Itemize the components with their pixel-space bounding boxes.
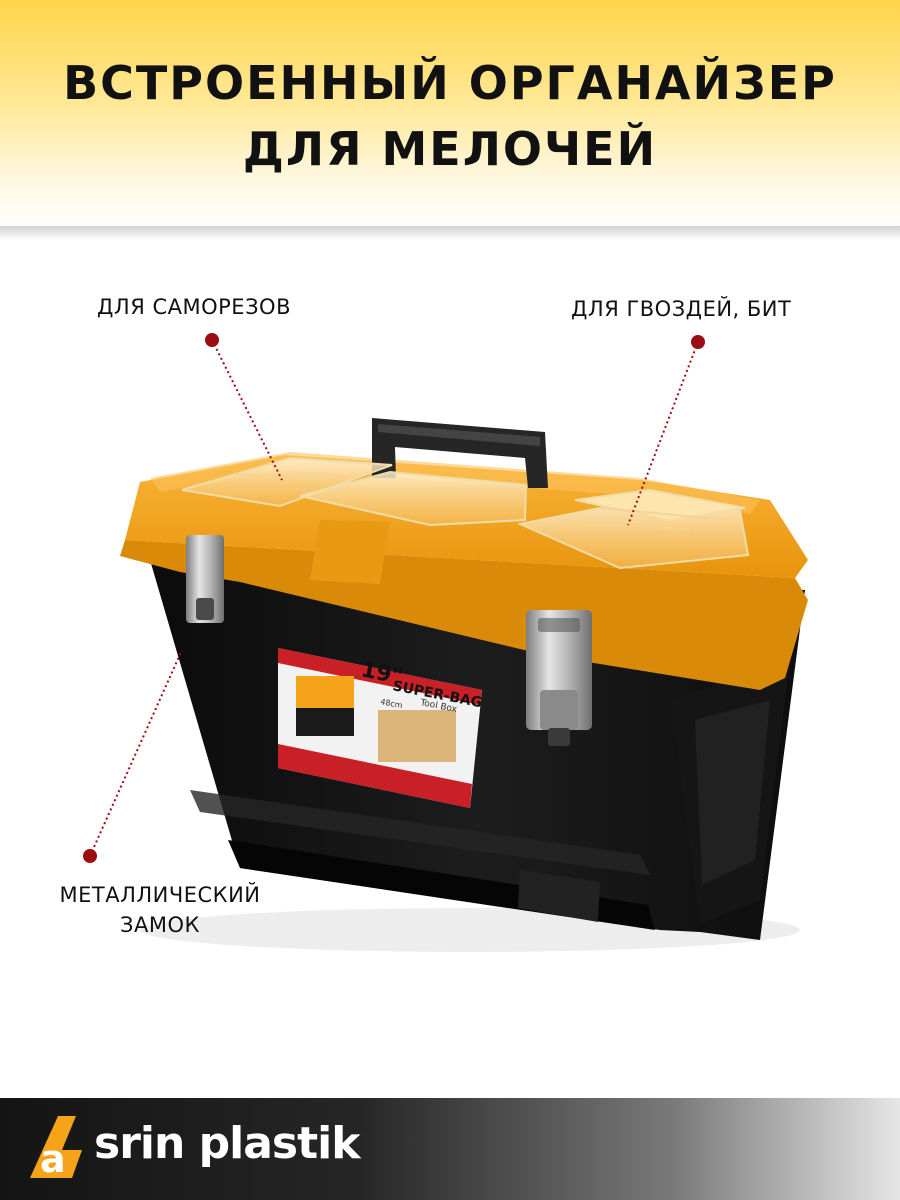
callout-metal-lock: МЕТАЛЛИЧЕСКИЙ ЗАМОК [48,880,272,940]
callout-nails-bits: ДЛЯ ГВОЗДЕЙ, БИТ [571,297,792,321]
callout-dot-icon [83,849,97,863]
logo-letter: a [40,1137,66,1181]
footer-bar: a srin plastik [0,1098,900,1200]
brand-name: srin plastik [94,1118,360,1169]
title-line-2: ДЛЯ МЕЛОЧЕЙ [242,122,658,176]
metal-latch-right [526,610,592,746]
label-cm: 48cm [380,697,404,710]
metal-latch-left [186,535,224,623]
header-banner [0,0,900,228]
callout-line-screws [211,339,283,481]
callout-screws: ДЛЯ САМОРЕЗОВ [97,295,291,319]
header-shadow [0,226,900,240]
toolbox-handle [372,418,548,488]
callout-lock-line-1: МЕТАЛЛИЧЕСКИЙ [59,883,261,907]
callout-line-nails [627,341,699,526]
callout-dot-icon [205,333,219,347]
asrin-logo-icon: a [30,1116,82,1181]
page-title: ВСТРОЕННЫЙ ОРГАНАЙЗЕР ДЛЯ МЕЛОЧЕЙ [0,50,900,182]
organizer-compartments [181,456,750,570]
callout-lock-line-2: ЗАМОК [120,913,200,937]
title-line-1: ВСТРОЕННЫЙ ОРГАНАЙЗЕР [63,56,837,110]
callout-line-lock [89,649,183,857]
callout-dot-icon [691,335,705,349]
